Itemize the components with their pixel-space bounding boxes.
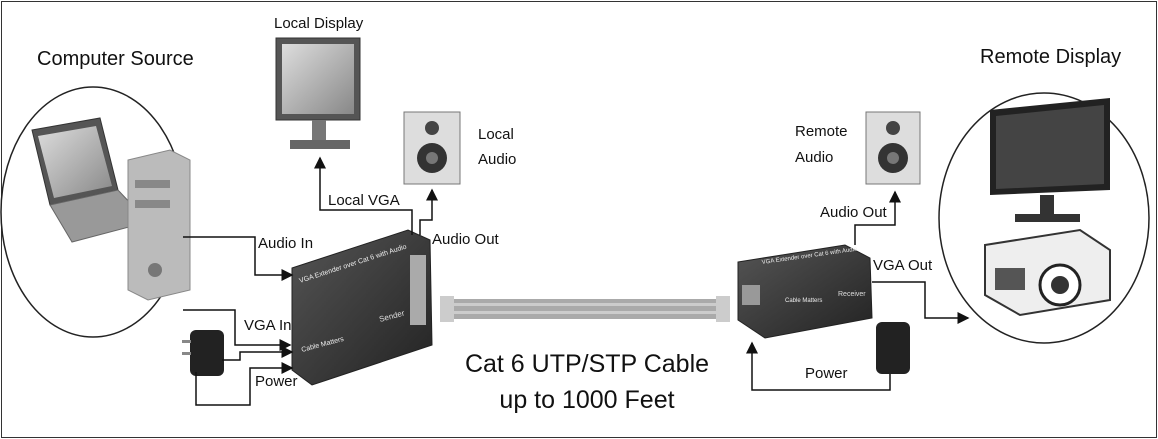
remote-display-label: Remote Display (980, 46, 1121, 68)
audio-out-receiver-label: Audio Out (820, 204, 888, 221)
cable-label-line1: Cat 6 UTP/STP Cable (465, 350, 709, 378)
power-sender-label: Power (255, 373, 298, 390)
remote-audio-label-2: Audio (795, 149, 833, 166)
power-adapter-receiver-icon (876, 322, 910, 374)
audio-in-label: Audio In (258, 235, 313, 252)
cable-label-line2: up to 1000 Feet (499, 386, 674, 414)
local-vga-label: Local VGA (328, 192, 400, 209)
sender-device: VGA Extender over Cat 6 with Audio Cable… (291, 229, 433, 386)
local-speaker-icon (403, 111, 461, 185)
projector-icon (984, 228, 1111, 317)
power-adapter-sender-icon (182, 330, 224, 376)
receiver-brand: Cable Matters (785, 298, 822, 304)
receiver-label: Receiver (838, 291, 866, 298)
receiver-device: VGA Extender over Cat 6 with Audio Cable… (737, 244, 873, 339)
local-audio-label-1: Local (478, 126, 514, 143)
local-audio-label-2: Audio (478, 151, 516, 168)
audio-out-sender-label: Audio Out (432, 231, 500, 248)
local-monitor-icon (275, 37, 361, 149)
desktop-tower-icon (127, 149, 191, 301)
power-receiver-label: Power (805, 365, 848, 382)
vga-out-label: VGA Out (873, 257, 933, 274)
remote-monitor-icon (990, 98, 1110, 222)
cat6-cable (440, 296, 730, 322)
vga-in-label: VGA In (244, 317, 292, 334)
laptop-icon (31, 117, 149, 243)
computer-source-label: Computer Source (37, 48, 194, 70)
remote-speaker-icon (865, 111, 921, 185)
local-display-label: Local Display (274, 15, 364, 32)
connection-arrows (183, 156, 970, 406)
remote-audio-label-1: Remote (795, 123, 848, 140)
